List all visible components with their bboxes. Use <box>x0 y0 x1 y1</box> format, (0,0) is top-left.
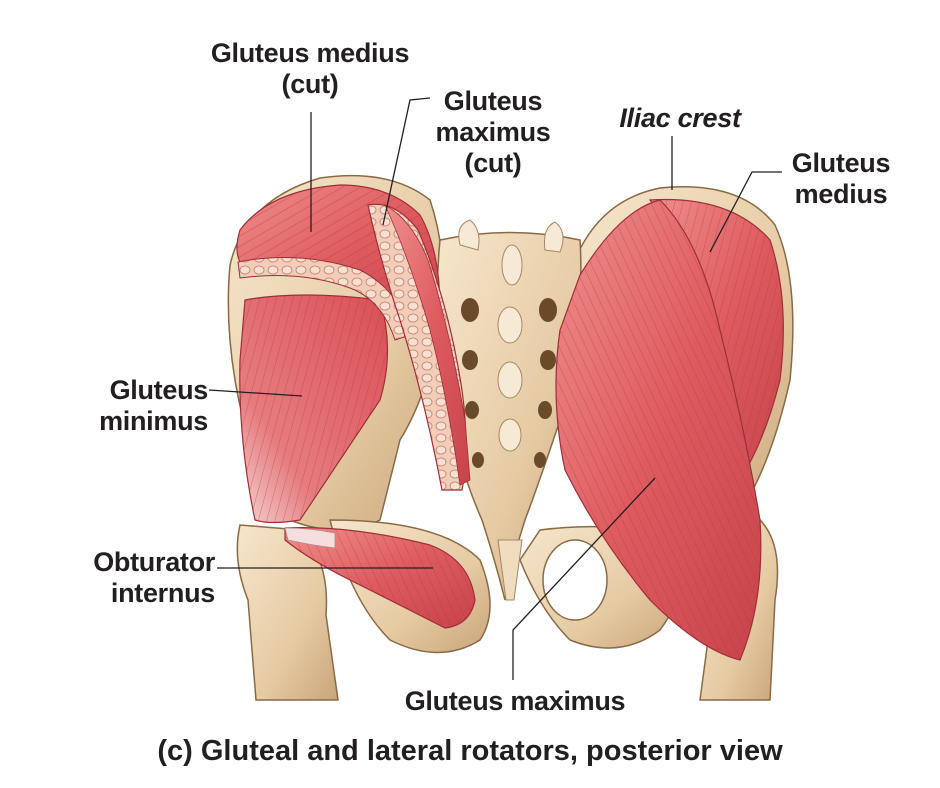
leader-gluteus-maximus <box>512 477 656 680</box>
label-gluteus-maximus: Gluteus maximus <box>404 686 626 716</box>
leader-gluteus-maximus-cut <box>382 97 431 226</box>
median-crest <box>497 244 523 452</box>
figure-caption: (c) Gluteal and lateral rotators, poster… <box>157 735 783 767</box>
label-gluteus-maximus-cut: Gluteus maximus (cut) <box>435 86 551 178</box>
articular-process-left <box>458 219 480 251</box>
leader-gluteus-medius <box>709 171 782 253</box>
obturator-foramen <box>542 539 608 621</box>
leader-gluteus-minimus <box>208 389 303 397</box>
label-iliac-crest: Iliac crest <box>619 103 741 133</box>
articular-process-right <box>544 221 564 253</box>
leader-lines <box>208 97 782 680</box>
coccyx <box>497 539 523 601</box>
label-obturator-internus: Obturator internus <box>93 547 215 608</box>
label-gluteus-medius: Gluteus medius <box>791 148 891 209</box>
sacral-foramina <box>461 298 557 468</box>
label-gluteus-minimus: Gluteus minimus <box>99 375 208 436</box>
label-gluteus-medius-cut: Gluteus medius (cut) <box>210 38 410 99</box>
